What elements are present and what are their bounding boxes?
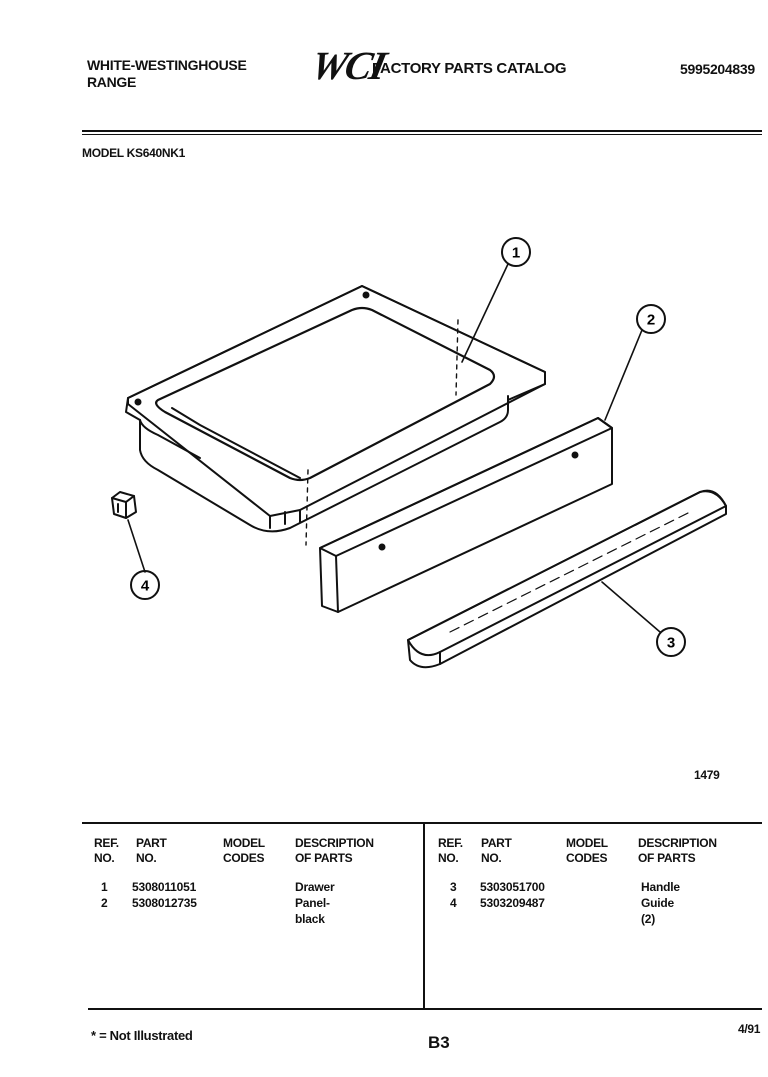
- row-ref: 4: [450, 896, 457, 910]
- panel-illustration: [319, 417, 613, 613]
- drawer-illustration: [125, 285, 546, 546]
- table-divider: [423, 824, 425, 1009]
- handle-illustration: [407, 489, 727, 669]
- product-type: RANGE: [87, 74, 137, 90]
- table-bottom-rule: [88, 1008, 762, 1010]
- row-part-number: 5308011051: [132, 880, 197, 894]
- header-rule-thick: [82, 130, 762, 132]
- model-label: MODEL KS640NK1: [82, 146, 185, 160]
- row-part-number: 5308012735: [132, 896, 197, 910]
- exploded-parts-diagram: 1 2 3 4: [111, 237, 727, 669]
- col-ref-left: REF.NO.: [94, 836, 119, 865]
- row-ref: 3: [450, 880, 457, 894]
- row-description: Panel-black: [295, 896, 330, 926]
- row-part-number: 5303051700: [480, 880, 545, 894]
- brand-name: WHITE-WESTINGHOUSE: [87, 57, 247, 73]
- revision-date: 4/91: [738, 1022, 761, 1036]
- callout-1: 1: [512, 245, 520, 262]
- figure-number: 1479: [694, 768, 720, 782]
- col-ref-right: REF.NO.: [438, 836, 463, 865]
- header-rule-thin: [82, 134, 762, 135]
- row-ref: 1: [101, 880, 108, 894]
- row-description: Guide (2): [641, 896, 675, 926]
- footnote-not-illustrated: * = Not Illustrated: [91, 1028, 193, 1043]
- row-description: Handle: [641, 880, 680, 894]
- catalog-title: FACTORY PARTS CATALOG: [372, 60, 567, 77]
- callout-4: 4: [141, 578, 150, 595]
- row-description: Drawer: [295, 880, 335, 894]
- row-ref: 2: [101, 896, 108, 910]
- callout-2: 2: [647, 312, 655, 329]
- guide-illustration: [111, 491, 137, 519]
- callout-3: 3: [667, 635, 675, 652]
- table-top-rule: [82, 822, 762, 824]
- page-number: B3: [428, 1033, 450, 1052]
- catalog-number: 5995204839: [680, 61, 755, 77]
- row-part-number: 5303209487: [480, 896, 545, 910]
